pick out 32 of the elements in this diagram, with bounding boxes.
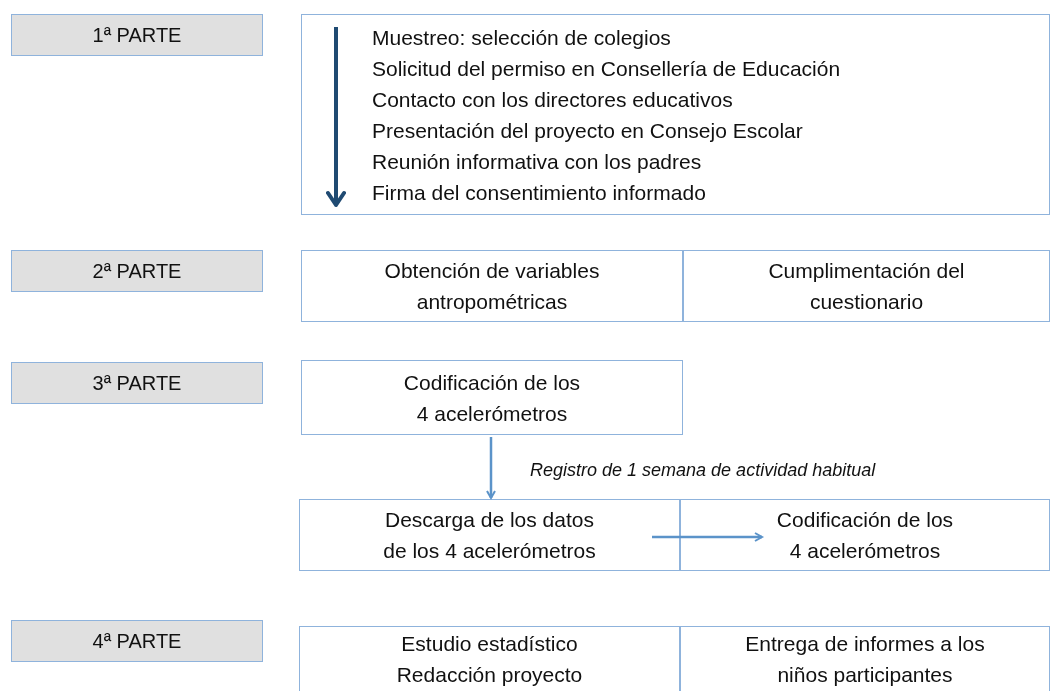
step-text: Estudio estadístico [400,631,579,657]
task-text: Presentación del proyecto en Consejo Escolar [372,117,804,144]
task-text: Solicitud del permiso en Consellería de Educación [372,55,842,82]
task-list-box [301,14,1050,215]
step-text: Obtención de variables antropométricas [383,258,601,315]
step-text: Codificación de los 4 acelerómetros [402,369,582,427]
step-text: Redacción proyecto [395,662,584,688]
process-box [301,250,683,322]
process-box [683,250,1050,322]
phase-label-box [11,362,263,404]
step-text: Descarga de los datos de los 4 acelerómetros [382,507,597,564]
arrow [652,532,763,542]
task-text: Reunión informativa con los padres [372,148,703,175]
task-text: Muestreo: selección de colegios [372,24,672,51]
phase-label-box [11,14,263,56]
phase-label-box [11,250,263,292]
step-text: Cumplimentación del cuestionario [767,258,966,315]
process-box [301,360,683,435]
phase-label-box [11,620,263,662]
phase-label: 1ª PARTE [91,23,183,48]
phase-label: 2ª PARTE [91,259,183,284]
phase-label: 3ª PARTE [91,371,183,396]
phase-label: 4ª PARTE [91,629,183,654]
task-text: Firma del consentimiento informado [372,179,707,206]
process-box [299,499,680,571]
process-box [680,626,1050,691]
step-text: Codificación de los 4 acelerómetros [775,507,955,564]
process-box [680,499,1050,571]
arrow [486,437,496,499]
task-text: Contacto con los directores educativos [372,86,734,113]
process-box [299,626,680,691]
step-text: Entrega de informes a los niños participantes [745,631,985,688]
